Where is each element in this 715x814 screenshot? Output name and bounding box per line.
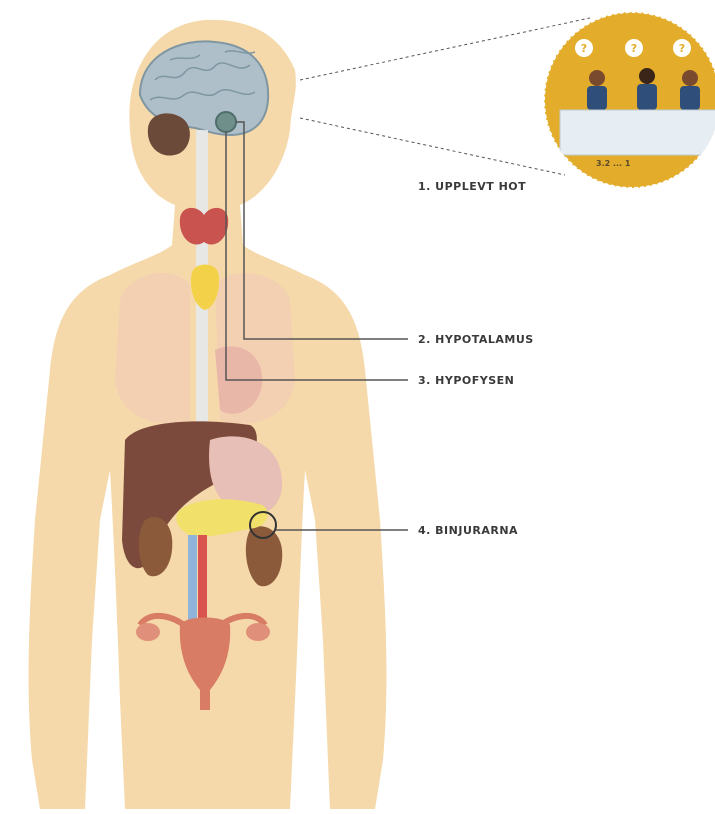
- question-mark-3: ?: [679, 42, 685, 55]
- hypothalamus-node: [216, 112, 236, 132]
- question-mark-2: ?: [631, 42, 637, 55]
- table-text: 3.2 ... 1: [596, 159, 631, 168]
- ovary-right: [246, 623, 270, 641]
- label-hypothalamus: 2. HYPOTALAMUS: [418, 333, 534, 346]
- question-mark-1: ?: [581, 42, 587, 55]
- aorta: [198, 535, 207, 625]
- person-3: [680, 70, 700, 110]
- threat-inset: ? ? ? 3.2 ... 1: [544, 12, 715, 188]
- label-pituitary: 3. HYPOFYSEN: [418, 374, 514, 387]
- vena-cava: [188, 535, 197, 625]
- jury-table: [560, 110, 715, 155]
- person-2: [637, 68, 657, 110]
- ovary-left: [136, 623, 160, 641]
- label-perceived-threat: 1. UPPLEVT HOT: [418, 180, 526, 193]
- zoom-line-bottom: [300, 118, 565, 175]
- zoom-line-top: [300, 18, 590, 80]
- label-adrenals: 4. BINJURARNA: [418, 524, 518, 537]
- person-1: [587, 70, 607, 110]
